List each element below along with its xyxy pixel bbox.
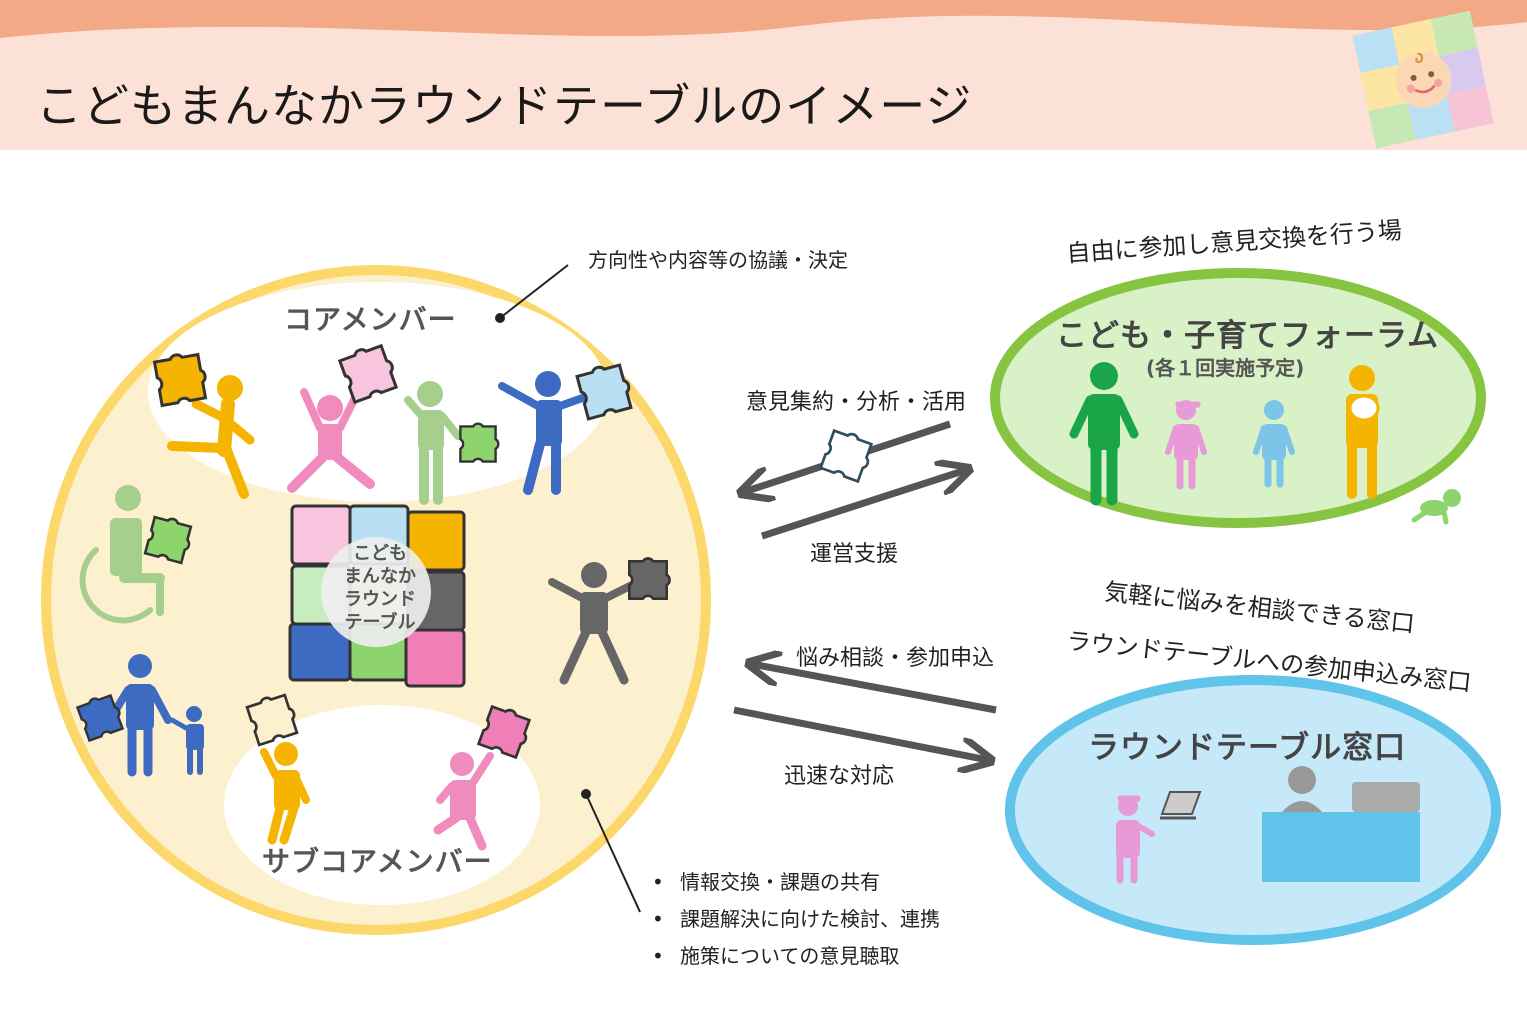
center-logo-line: テーブル [344, 612, 416, 633]
person-icon [108, 654, 204, 777]
laptop-icon [1160, 791, 1202, 820]
header-background [0, 0, 1527, 150]
person-icon [498, 371, 592, 495]
arrow-table-to-window [733, 706, 988, 760]
page-title: こどもまんなかラウンドテーブルのイメージ [36, 79, 973, 133]
arrow-table-to-forum [760, 470, 966, 540]
arrow-label-table-to-forum: 運営支援 [810, 542, 899, 567]
core-callout-line [499, 264, 569, 319]
center-logo-line: まんなか [344, 566, 416, 587]
sub-callout-dot [581, 789, 591, 799]
puzzle-piece-icon [628, 557, 671, 600]
core-member-description: 方向性や内容等の協議・決定 [588, 248, 848, 272]
person-icon [1069, 362, 1139, 506]
arrow-label-window-to-table: 悩み相談・参加申込 [796, 646, 995, 671]
person-icon [433, 752, 494, 851]
forum-subtitle: (各１回実施予定) [1146, 356, 1305, 380]
person-icon [1116, 795, 1155, 884]
sub-core-member-label: サブコアメンバー [262, 845, 493, 878]
window-title: ラウンドテーブル窓口 [1088, 730, 1407, 766]
person-icon [404, 381, 462, 505]
window-ellipse [1005, 675, 1501, 945]
baby-crawling-icon [1411, 489, 1461, 525]
bullet-item: 課題解決に向けた検討、連携 [652, 903, 940, 940]
wheelchair-user-icon [79, 485, 165, 624]
sub-callout-line [585, 793, 641, 913]
puzzle-piece-icon [819, 426, 877, 484]
core-member-label: コアメンバー [284, 303, 457, 336]
arrow-label-forum-to-table: 意見集約・分析・活用 [746, 390, 967, 415]
center-logo-line: ラウンド [344, 589, 416, 610]
center-logo-line: こども [353, 543, 407, 564]
person-icon [1253, 400, 1295, 488]
kodomo-mannaka-logo-icon [1352, 10, 1494, 149]
sub-core-bullet-list: 情報交換・課題の共有 課題解決に向けた検討、連携 施策についての意見聴取 [652, 866, 940, 977]
forum-title: こども・子育てフォーラム [1056, 318, 1440, 354]
puzzle-piece-icon [459, 422, 500, 463]
person-icon [167, 375, 255, 499]
bullet-item: 情報交換・課題の共有 [652, 866, 940, 903]
reception-counter-icon [1262, 766, 1420, 882]
arrow-window-to-table [752, 664, 997, 714]
person-icon [1346, 365, 1380, 499]
diagram-canvas [41, 264, 1501, 945]
person-icon [260, 742, 310, 845]
bullet-item: 施策についての意見聴取 [652, 940, 940, 977]
center-puzzle-logo [288, 504, 466, 688]
arrow-label-table-to-window: 迅速な対応 [784, 764, 895, 789]
center-logo-text: こども まんなか ラウンド テーブル [330, 542, 430, 634]
person-icon [1165, 400, 1207, 490]
core-callout-dot [495, 313, 505, 323]
